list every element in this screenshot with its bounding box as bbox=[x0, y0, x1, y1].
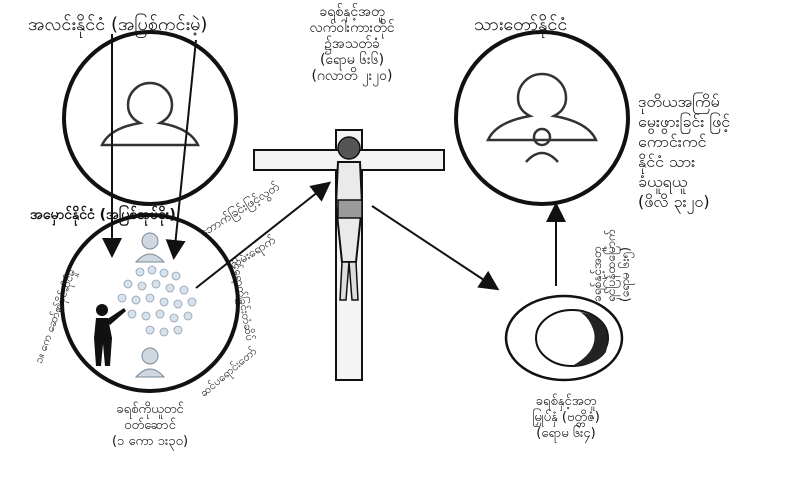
put-on-line-3: (၁ ကော ၁း၃၀) bbox=[111, 434, 189, 449]
crowd-figures bbox=[117, 265, 197, 337]
buried-line-2: မြှုပ်နှံ (ဗတ္တိဇံ) bbox=[532, 410, 600, 425]
put-on-line-1: ခရစ်ကိုယူတင် bbox=[116, 402, 184, 417]
person-silhouette-icon bbox=[100, 81, 200, 147]
note-line-3: ကောင်းကင် bbox=[638, 132, 707, 151]
darkness-kingdom-circle bbox=[60, 213, 240, 393]
raised-with-christ-label: ခရစ်နှင့်အတူ ရှင်ပြန်ထမြောက် (ရောမ ၆း၅) bbox=[590, 229, 632, 302]
crowd-icon bbox=[134, 232, 166, 378]
tomb-icon bbox=[504, 294, 624, 382]
put-on-line-2: ဝတ်ဆောင် bbox=[124, 418, 176, 433]
crucified-line-3: ၌အသတ်ခံ bbox=[324, 36, 380, 52]
buried-line-3: (ရောမ ၆း၄) bbox=[536, 426, 596, 441]
crucified-line-2: လက်ဝါးကားတိုင် bbox=[309, 20, 395, 36]
son-kingdom-title: သားတော်နိုင်ငံ bbox=[474, 14, 568, 35]
arrow-darkness-to-cross bbox=[195, 181, 332, 289]
note-line-4: နိုင်ငံ သား bbox=[638, 152, 696, 171]
note-line-5: ခံယူရယူ bbox=[638, 172, 688, 191]
preacher-icon bbox=[94, 304, 126, 366]
buried-line-1: ခရစ်နှင့်အတူ bbox=[535, 394, 597, 409]
buried-with-christ-caption: ခရစ်နှင့်အတူ မြှုပ်နှံ (ဗတ္တိဇံ) (ရောမ ၆… bbox=[486, 394, 646, 442]
note-line-1: ဒုတိယအကြိမ် bbox=[638, 92, 720, 111]
arrow-cross-to-tomb bbox=[371, 205, 500, 291]
put-on-christ-caption: ခရစ်ကိုယူတင် ဝတ်ဆောင် (၁ ကော ၁း၃၀) bbox=[70, 402, 230, 450]
parent-child-icon bbox=[486, 72, 598, 163]
darkness-kingdom-title: အမှောင်နိုင်ငံ (အပြစ်အုပ်စိုး) bbox=[30, 207, 176, 223]
son-kingdom-circle bbox=[454, 30, 630, 206]
crucified-line-1: ခရစ်နှင့်အတူ bbox=[319, 4, 385, 20]
crucifix-icon bbox=[253, 129, 445, 381]
second-birth-note: ဒုတိယအကြိမ် မွေးဖွားခြင်း ဖြင့် ကောင်းကင… bbox=[638, 92, 730, 212]
flow-arrows bbox=[102, 34, 566, 291]
crucified-with-christ-label: ခရစ်နှင့်အတူ လက်ဝါးကားတိုင် ၌အသတ်ခံ (ရော… bbox=[272, 4, 432, 84]
raised-line-3: (ရောမ ၆း၅) bbox=[618, 247, 632, 302]
note-line-2: မွေးဖွားခြင်း ဖြင့် bbox=[638, 112, 731, 131]
arrow-light-to-darkness-2 bbox=[165, 39, 197, 260]
light-kingdom-circle bbox=[62, 30, 238, 206]
crucified-line-5: (ဂလာတိ ၂း၂၀) bbox=[311, 68, 393, 84]
raised-line-1: ခရစ်နှင့်အတူ bbox=[590, 246, 604, 302]
light-kingdom-title: အလင်းနိုင်ငံ (အပြစ်ကင်းမဲ့) bbox=[28, 14, 208, 35]
raised-line-2: ရှင်ပြန်ထမြောက် bbox=[604, 229, 618, 302]
crucified-line-4: (ရောမ ၆း၆) bbox=[319, 52, 385, 68]
note-line-6: (ဖိလိ ၃း၂၀) bbox=[638, 192, 710, 211]
